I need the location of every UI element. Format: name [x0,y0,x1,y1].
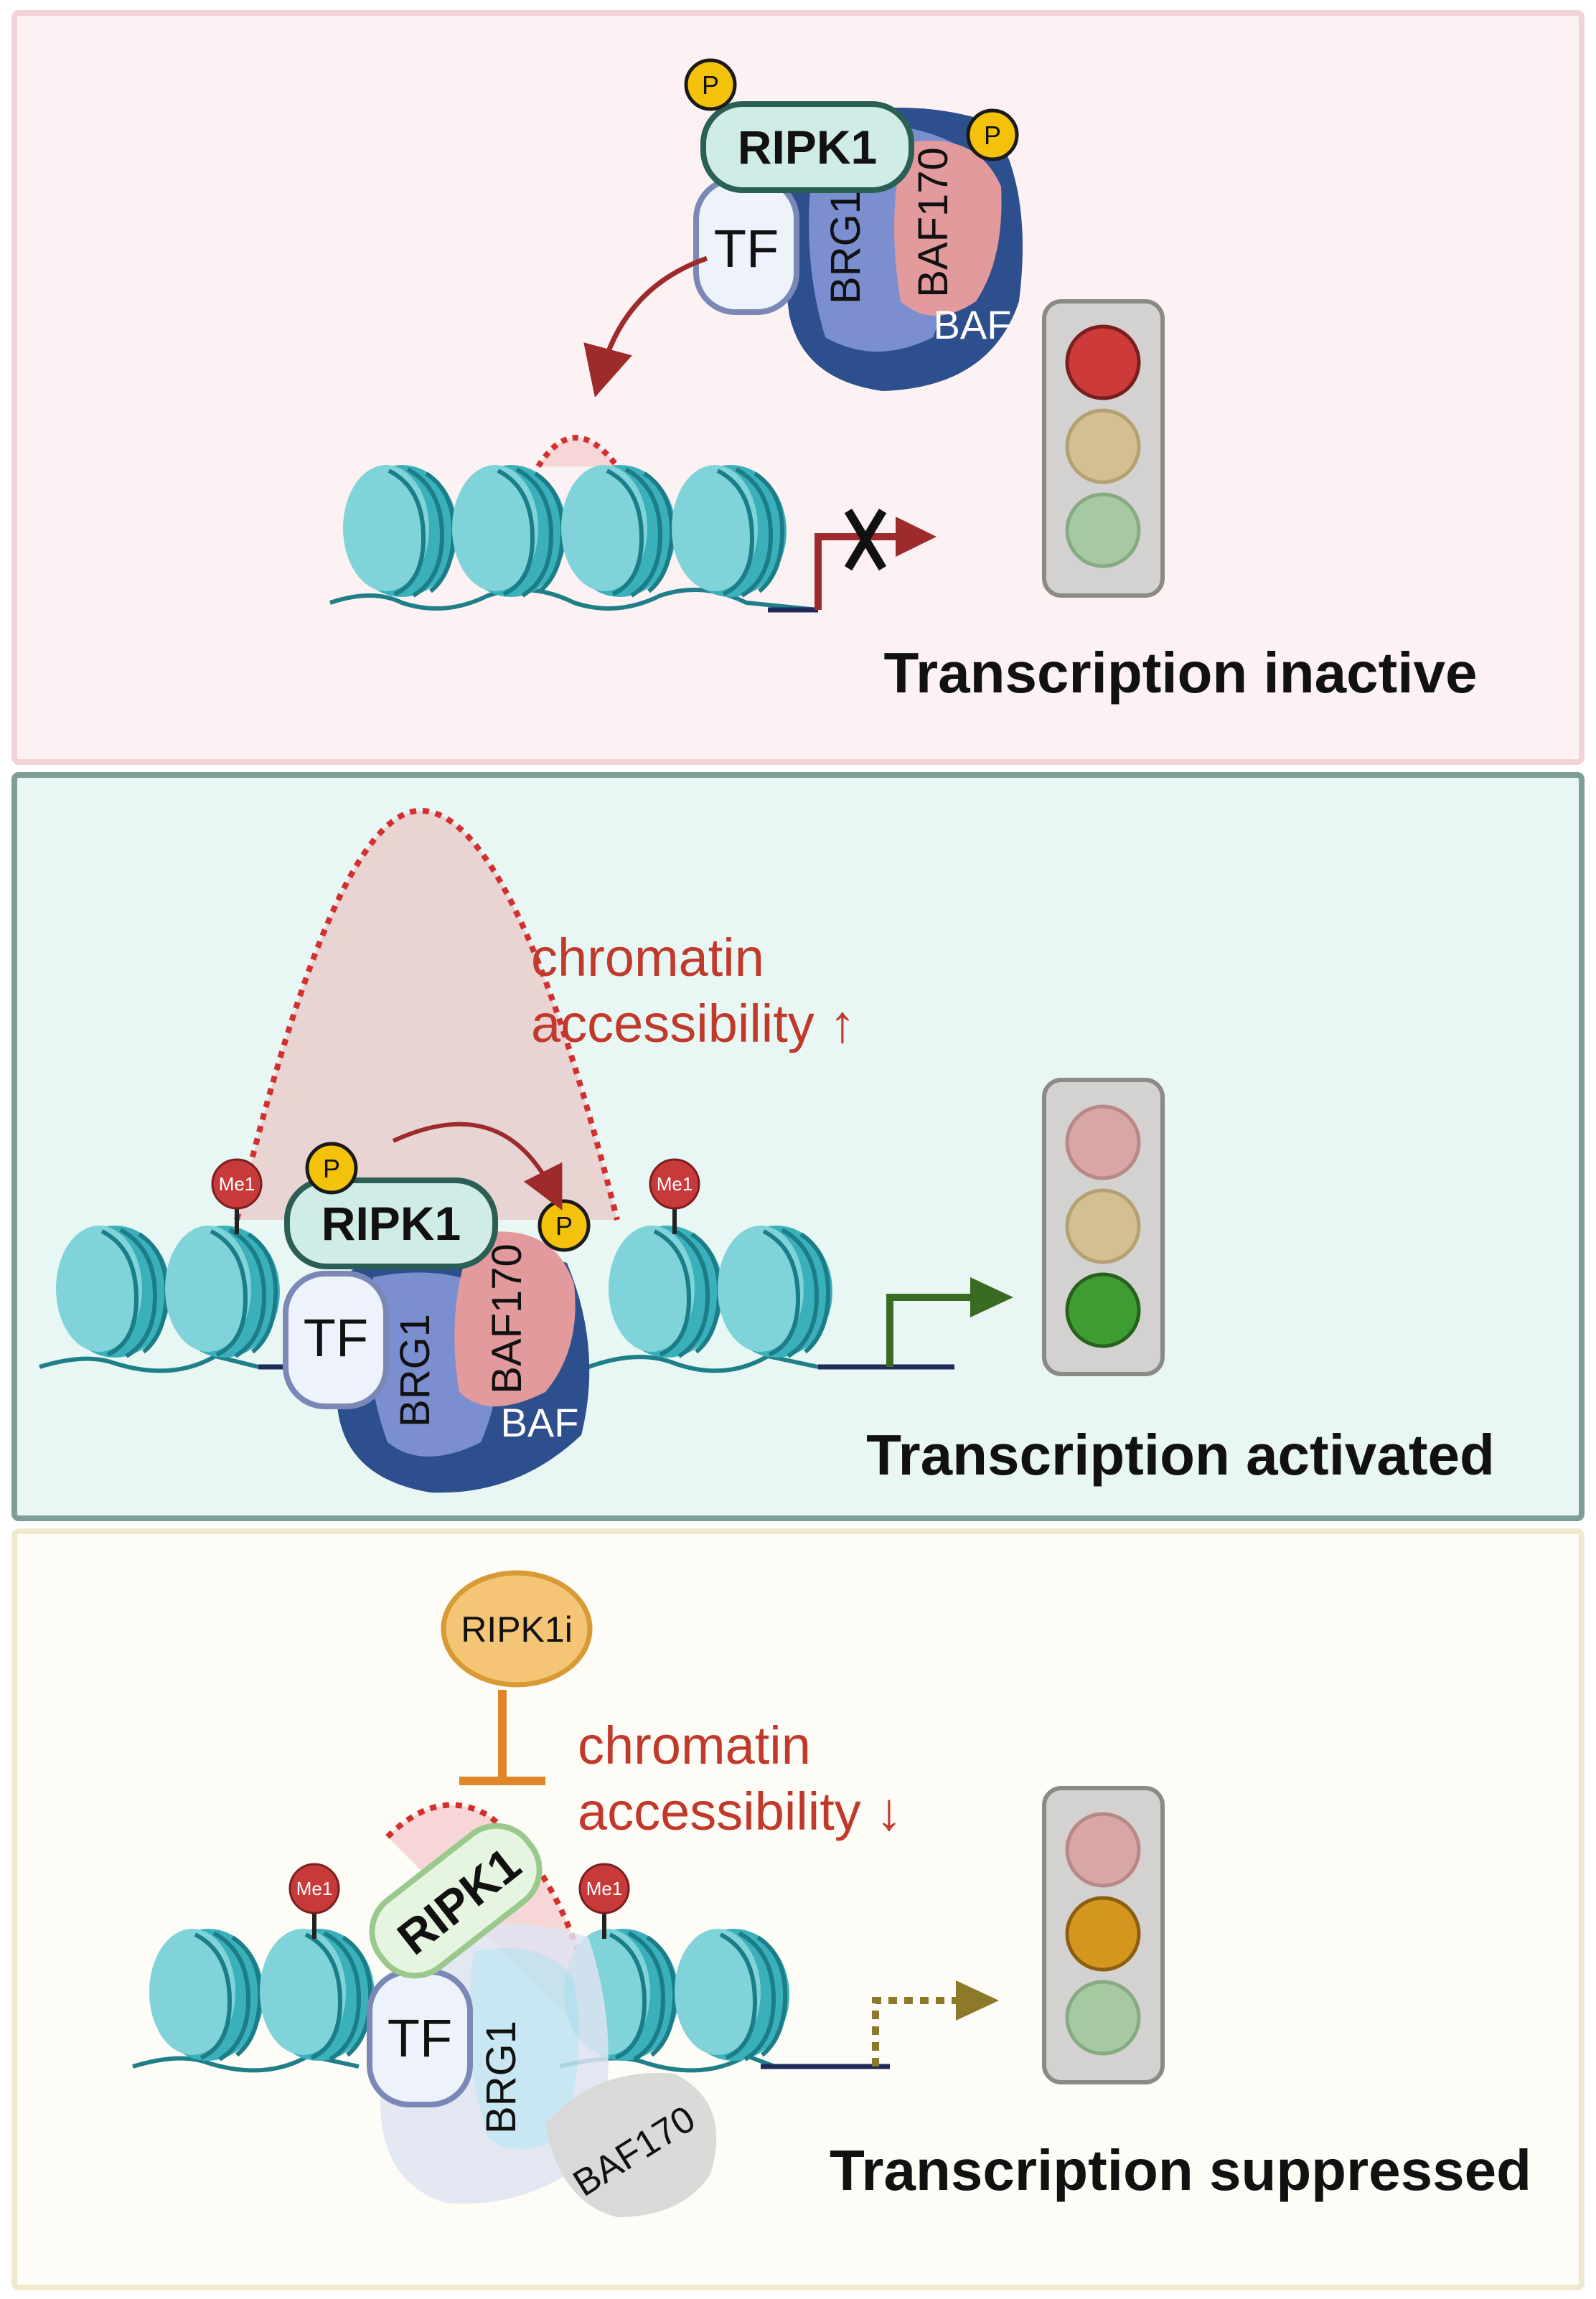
ripk1-inhibitor [441,1570,593,1688]
status-inactive: Transcription inactive [884,641,1478,705]
me1-label: Me1 [296,1878,333,1899]
baf-label: BAF [501,1400,579,1445]
light-red-off [1065,1104,1141,1180]
baf-label: BAF [934,302,1012,347]
ripk1-label: RIPK1 [738,121,877,174]
accessibility-peak [237,810,617,1220]
light-amber-on [1065,1896,1141,1972]
phospho-label: P [984,121,1001,150]
light-green-off [1065,492,1141,568]
panel-activated [11,772,1585,1521]
ripk1-protein [700,101,914,193]
nucleosome [165,1226,280,1358]
accessibility-label-line2: accessibility ↑ [531,994,855,1053]
me1-label: Me1 [586,1878,623,1899]
nucleosome [452,465,567,597]
brg1-label: BRG1 [478,2021,525,2134]
baf170-label: BAF170 [484,1243,530,1394]
ripk1-protein [284,1177,498,1269]
brg1-label: BRG1 [822,191,869,304]
light-red-on [1065,324,1141,400]
panel-inactive [11,10,1585,765]
light-green-off [1065,1980,1141,2056]
light-amber-off [1065,1188,1141,1264]
brg1-label: BRG1 [392,1314,438,1427]
nucleosome [56,1226,171,1358]
me1-label: Me1 [657,1173,693,1195]
dna-strand [329,588,819,612]
nucleosome [718,1226,832,1358]
promoter-arrow-reduced [872,1997,958,2067]
accessibility-label-line1: chromatin [531,928,764,987]
baf-complex-faded [379,1923,717,2217]
tf-label: TF [388,2008,452,2068]
nucleosome [561,465,676,597]
ripk1-protein [369,1823,543,1979]
tf-label: TF [714,219,779,278]
status-activated: Transcription activated [866,1423,1495,1487]
baf170-label: BAF170 [910,147,957,298]
phospho-label: P [702,70,719,100]
accessibility-label-line1: chromatin [578,1716,811,1775]
accessibility-label-line2: accessibility ↓ [578,1782,902,1841]
traffic-light [1042,1786,1165,2084]
light-amber-off [1065,408,1141,484]
phospho-label: P [323,1154,340,1183]
recruitment-arrow [583,255,708,398]
accessibility-peak-small [535,435,620,469]
promoter-arrow-active [886,1294,972,1367]
nucleosome [609,1226,723,1358]
nucleosome [672,465,787,597]
nucleosome [675,1929,789,2061]
inhibitor-label: RIPK1i [461,1609,573,1650]
me1-label: Me1 [219,1173,255,1195]
x-block-icon [844,508,887,571]
panel-suppressed [11,1528,1585,2290]
nucleosome [343,465,458,597]
ripk1-label: RIPK1 [321,1197,461,1250]
tf-protein [283,1271,389,1409]
baf-complex [335,1231,590,1493]
traffic-light [1042,299,1165,598]
tf-label: TF [304,1308,368,1368]
dna-strand [132,2053,360,2073]
light-green-on [1065,1272,1141,1348]
traffic-light [1042,1078,1165,1376]
phospho-label: P [555,1211,573,1241]
light-red-off [1065,1812,1141,1888]
dna-strand [39,1353,259,1373]
nucleosome [149,1929,264,2061]
remodeling-arrow [392,1122,563,1210]
status-suppressed: Transcription suppressed [830,2138,1531,2202]
nucleosome [260,1929,375,2061]
